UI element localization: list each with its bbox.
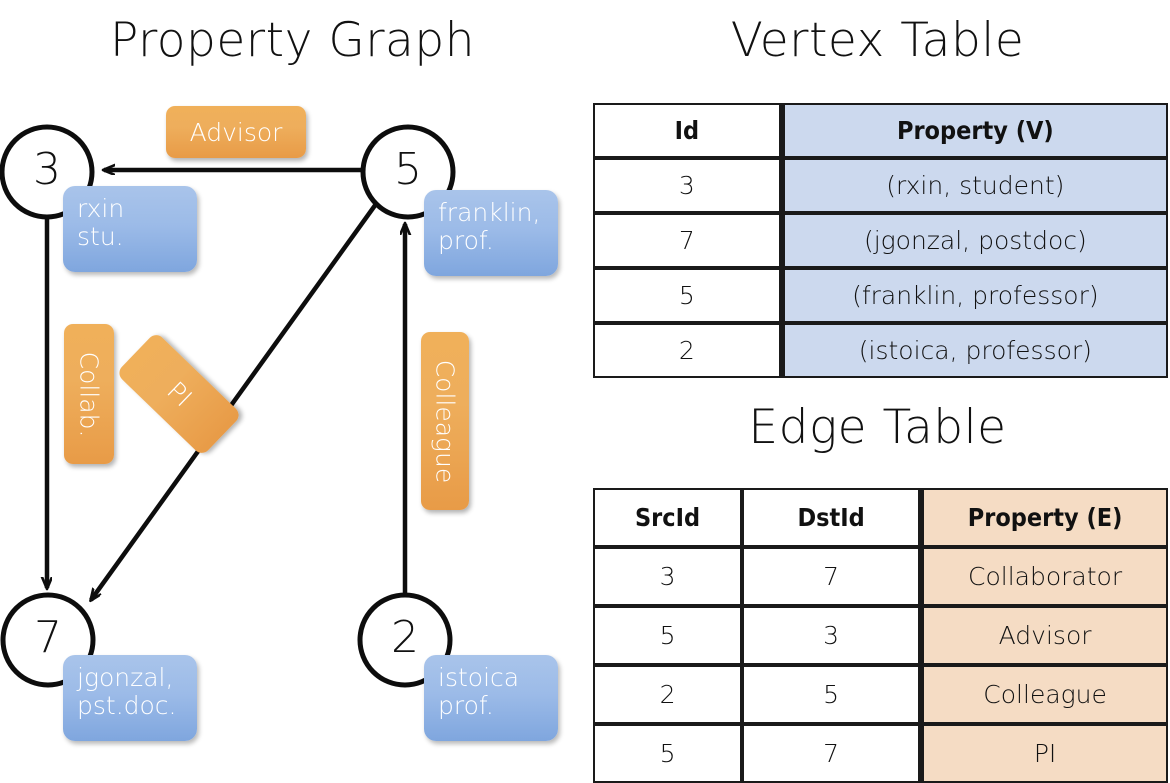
edge-table-header-row: SrcId DstId Property (E) — [593, 488, 1168, 547]
vertex-id-label-3: 3 — [33, 144, 61, 195]
vertex-table-cell-id: 3 — [593, 158, 781, 213]
edge-label-collab: Collab. — [64, 324, 114, 464]
edge-5-to-7-pi — [91, 202, 378, 600]
vertex-id-label-7: 7 — [34, 612, 62, 663]
table-row: 7 (jgonzal, postdoc) — [593, 213, 1168, 268]
table-row: 5 (franklin, professor) — [593, 268, 1168, 323]
page-title-vertex-table: Vertex Table — [730, 13, 1025, 68]
vertex-id-label-2: 2 — [391, 612, 419, 663]
vertex-table-cell-property: (istoica, professor) — [780, 323, 1168, 378]
edge-table-cell-property: Colleague — [920, 665, 1168, 724]
edge-table-cell-dstid: 3 — [742, 606, 921, 665]
vertex-table-cell-property: (franklin, professor) — [780, 268, 1168, 323]
vertex-table-cell-id: 5 — [593, 268, 781, 323]
edge-label-pi-text: PI — [160, 375, 198, 413]
edge-table-cell-srcid: 5 — [593, 724, 743, 783]
table-row: 2 5 Colleague — [593, 665, 1168, 724]
table-row: 5 3 Advisor — [593, 606, 1168, 665]
edge-label-colleague: Colleague — [421, 332, 469, 510]
table-row: 2 (istoica, professor) — [593, 323, 1168, 378]
page-title-property-graph: Property Graph — [110, 13, 475, 68]
vertex-table-header-property: Property (V) — [780, 103, 1168, 158]
vertex-table-cell-id: 7 — [593, 213, 781, 268]
edge-table: SrcId DstId Property (E) 3 7 Collaborato… — [593, 488, 1168, 783]
vertex-table: Id Property (V) 3 (rxin, student) 7 (jgo… — [593, 103, 1168, 378]
edge-table-header-srcid: SrcId — [593, 488, 743, 547]
edge-table-cell-property: Advisor — [920, 606, 1168, 665]
edge-table-cell-srcid: 2 — [593, 665, 743, 724]
edge-table-header-dstid: DstId — [742, 488, 921, 547]
edge-table-header-property: Property (E) — [920, 488, 1168, 547]
page-title-edge-table: Edge Table — [748, 400, 1007, 455]
vertex-table-header-row: Id Property (V) — [593, 103, 1168, 158]
vertex-table-cell-property: (jgonzal, postdoc) — [780, 213, 1168, 268]
vertex-id-label-5: 5 — [394, 144, 422, 195]
edge-label-colleague-text: Colleague — [430, 359, 460, 483]
table-row: 3 (rxin, student) — [593, 158, 1168, 213]
edge-table-cell-property: Collaborator — [920, 547, 1168, 606]
vertex-property-box-5: franklin, prof. — [424, 190, 558, 276]
vertex-property-box-2: istoica prof. — [424, 655, 558, 741]
vertex-table-cell-id: 2 — [593, 323, 781, 378]
edge-table-cell-dstid: 7 — [742, 724, 921, 783]
vertex-table-cell-property: (rxin, student) — [780, 158, 1168, 213]
table-row: 3 7 Collaborator — [593, 547, 1168, 606]
edge-table-cell-property: PI — [920, 724, 1168, 783]
vertex-property-box-7: jgonzal, pst.doc. — [63, 655, 197, 741]
property-graph-panel: Property Graph 3 5 7 2 rxin stu. frankli… — [0, 0, 585, 760]
vertex-property-box-3: rxin stu. — [63, 186, 197, 272]
edge-label-collab-text: Collab. — [74, 351, 104, 437]
table-row: 5 7 PI — [593, 724, 1168, 783]
edge-table-cell-dstid: 7 — [742, 547, 921, 606]
edge-label-advisor: Advisor — [166, 106, 306, 158]
edge-table-cell-dstid: 5 — [742, 665, 921, 724]
edge-table-cell-srcid: 5 — [593, 606, 743, 665]
vertex-table-header-id: Id — [593, 103, 781, 158]
edge-table-cell-srcid: 3 — [593, 547, 743, 606]
